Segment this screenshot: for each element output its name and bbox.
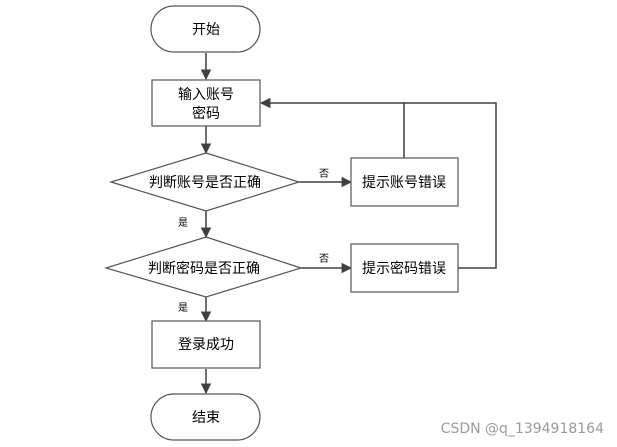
edge-label-password-yes: 是 [178, 302, 188, 314]
input-node: 输入账号 密码 [151, 79, 261, 127]
end-label: 结束 [192, 410, 220, 426]
check-account-node: 判断账号是否正确 [108, 152, 302, 212]
login-success-label: 登录成功 [178, 337, 234, 353]
account-error-node: 提示账号错误 [350, 157, 459, 207]
check-password-label: 判断密码是否正确 [148, 260, 260, 277]
edge-labels: 否 是 否 是 [178, 168, 329, 314]
edge-label-account-yes: 是 [178, 217, 188, 229]
edge-password-error-to-input [404, 102, 497, 269]
start-label: 开始 [192, 22, 220, 38]
check-password-decision [103, 236, 303, 298]
end-terminator [150, 393, 261, 441]
account-error-label: 提示账号错误 [362, 175, 446, 191]
csdn-watermark: CSDN @q_1394918164 [441, 421, 604, 437]
check-account-decision [108, 152, 302, 212]
end-node: 结束 [150, 393, 261, 441]
login-success-node: 登录成功 [151, 320, 261, 369]
edge-label-account-no: 否 [319, 168, 329, 180]
password-error-label: 提示密码错误 [362, 260, 446, 277]
input-label-line2: 密码 [192, 105, 220, 122]
check-password-node: 判断密码是否正确 [103, 236, 303, 298]
edge-label-password-no: 否 [319, 253, 329, 265]
password-error-box [350, 243, 459, 293]
account-error-box [350, 157, 459, 207]
login-success-box [151, 320, 261, 369]
edge-account-error-to-input [259, 97, 405, 158]
password-error-node: 提示密码错误 [350, 243, 459, 293]
start-terminator [150, 5, 261, 53]
input-process-box [151, 79, 261, 127]
input-label-line1: 输入账号 [178, 87, 234, 103]
check-account-label: 判断账号是否正确 [149, 175, 261, 191]
start-node: 开始 [150, 5, 261, 53]
edges [200, 53, 497, 395]
